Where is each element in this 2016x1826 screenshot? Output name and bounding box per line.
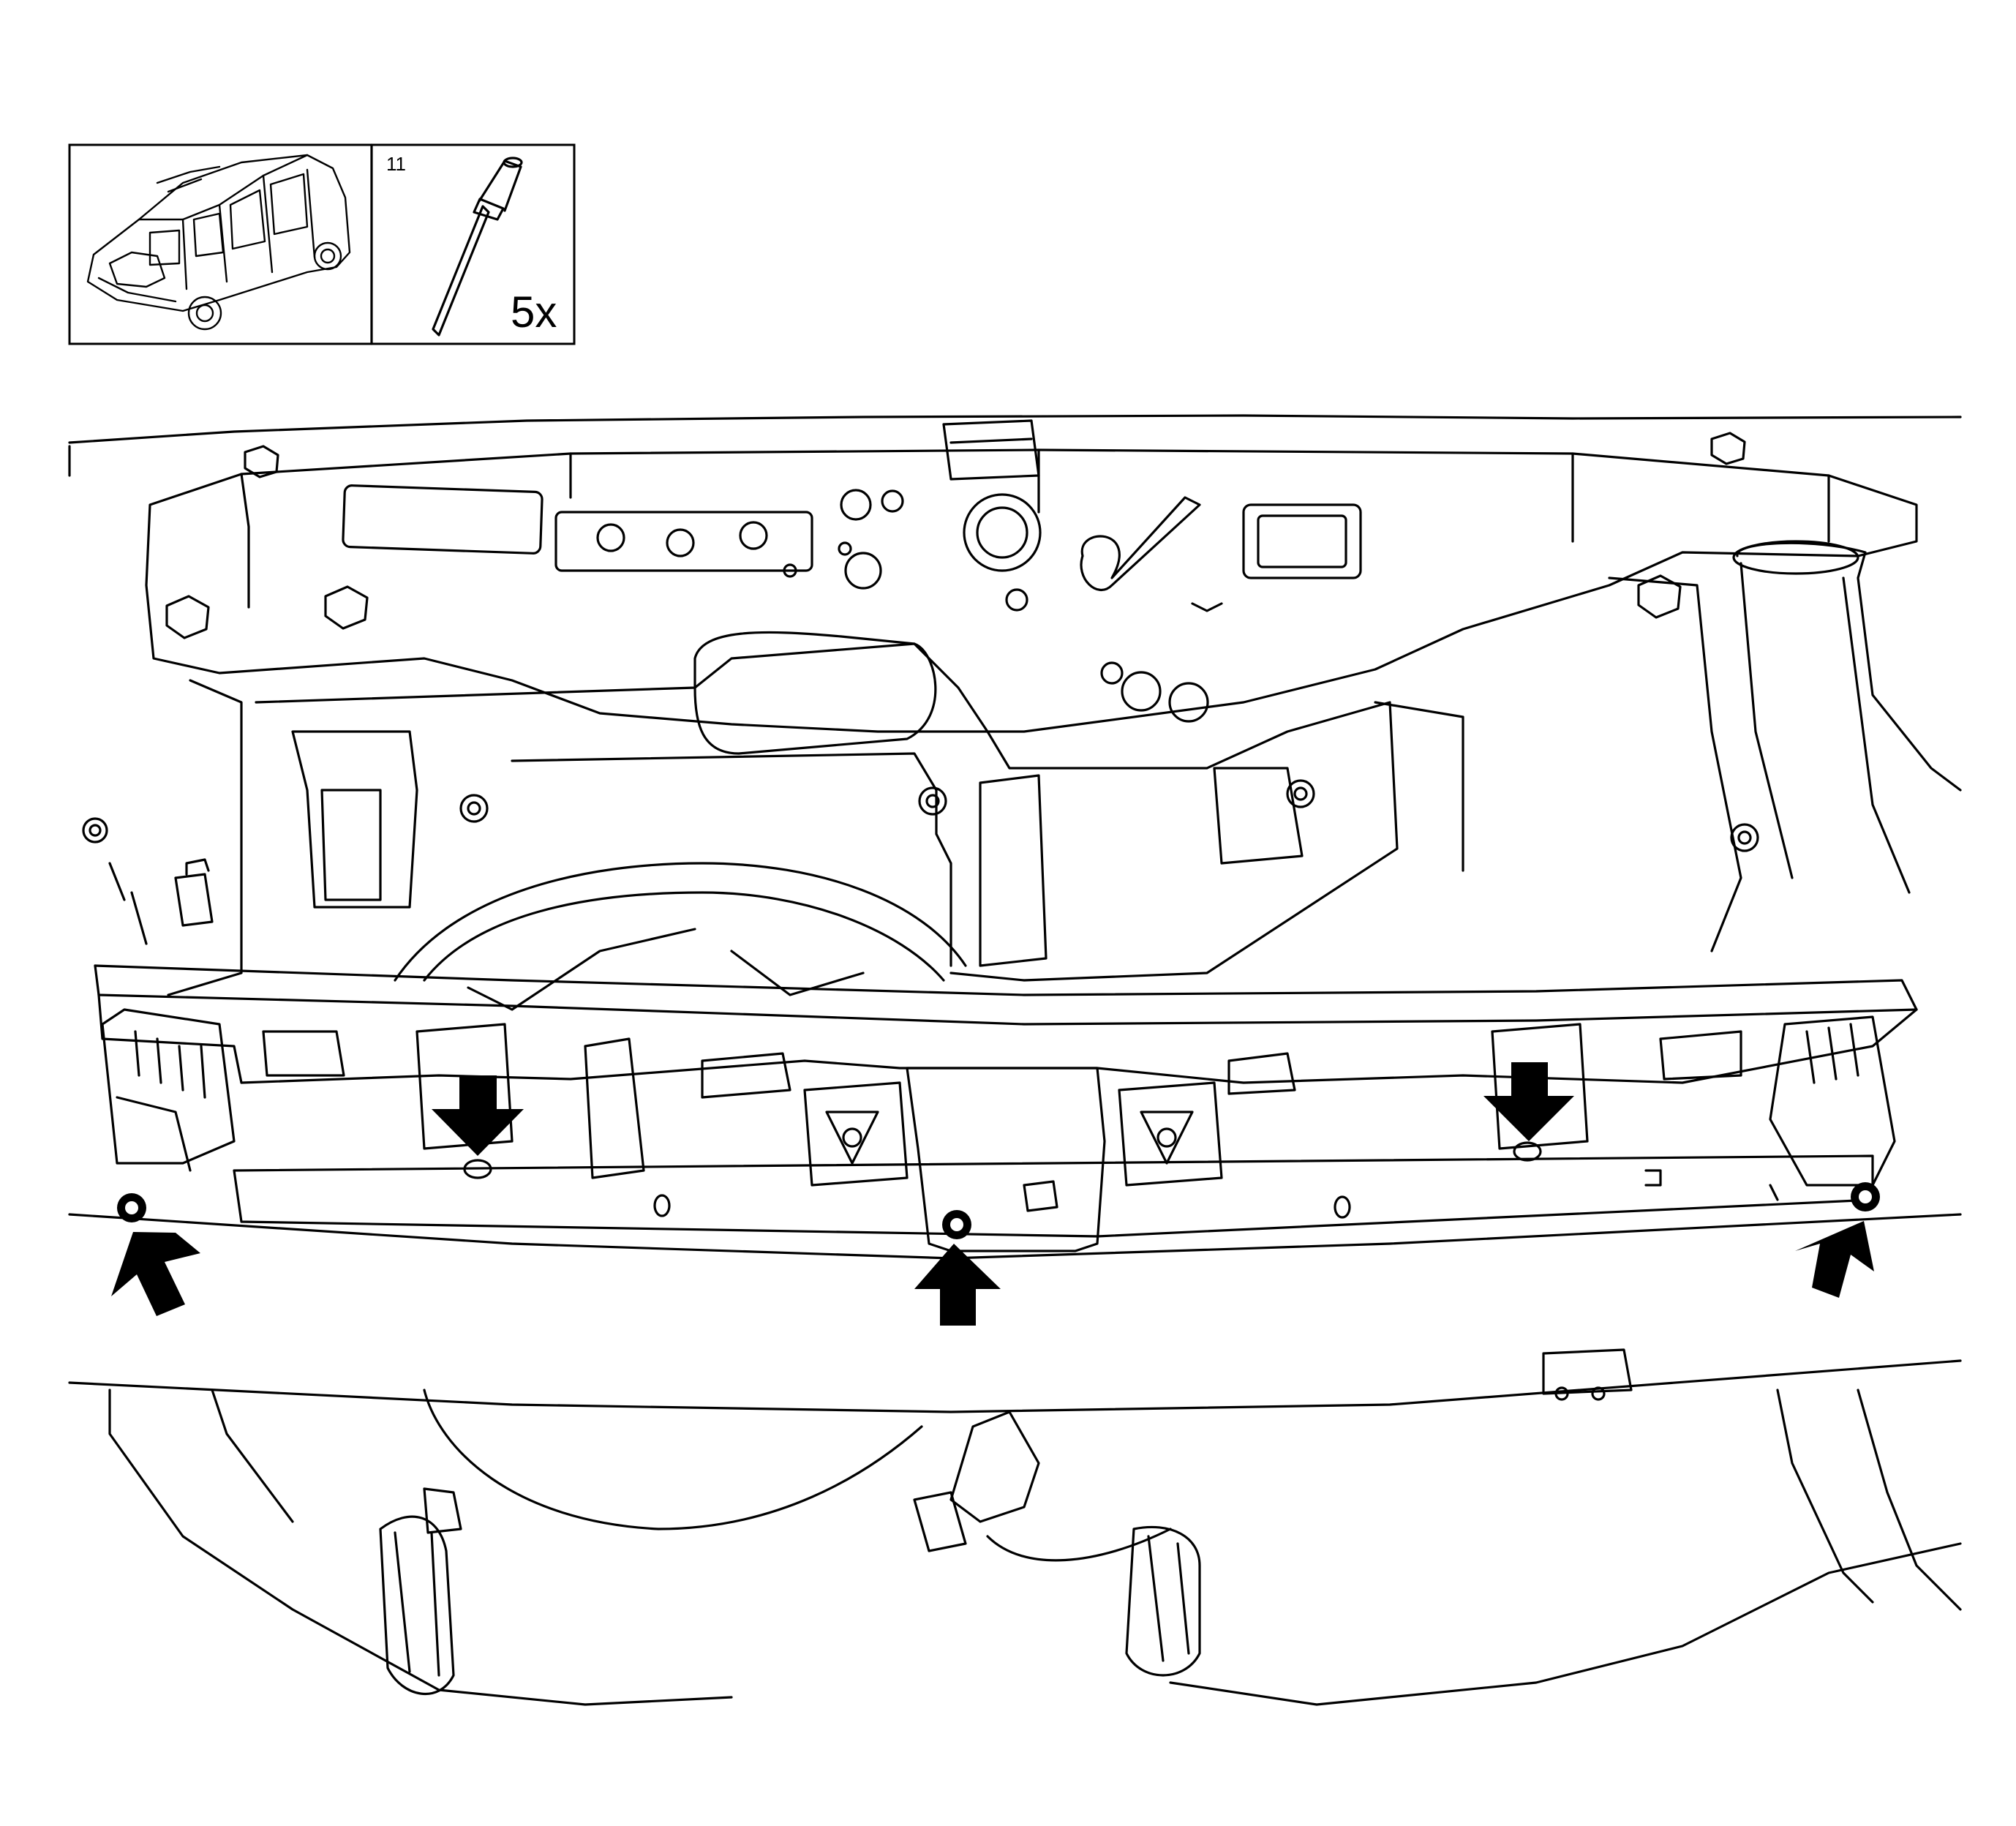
cooling-fan [394, 862, 967, 1011]
upper-crossmember [145, 419, 1918, 733]
crossmember-bolts [165, 432, 1746, 639]
panel-nuts [82, 779, 1759, 852]
arrow-rivet-left-lower [111, 1232, 200, 1316]
left-hose [108, 858, 214, 945]
pointer-arrows [111, 1062, 1874, 1326]
quantity-label: 5x [511, 288, 557, 337]
arrow-rivet-right-upper [1483, 1062, 1574, 1141]
arrow-rivet-left-upper [432, 1075, 524, 1156]
lower-section [68, 1213, 1962, 1706]
arrow-rivet-center [914, 1244, 1001, 1326]
radiator-panel [167, 540, 1962, 996]
rivet-icon [432, 157, 523, 337]
arrow-rivet-right-lower [1795, 1221, 1874, 1298]
vehicle-overview-icon [86, 154, 351, 331]
legend-box: 11 5x [68, 143, 576, 345]
front-carrier-beam [94, 964, 1918, 1252]
part-number-label: 11 [386, 153, 406, 175]
vehicle-front-illustration [68, 414, 1962, 1706]
rivet-locations [117, 1141, 1880, 1239]
